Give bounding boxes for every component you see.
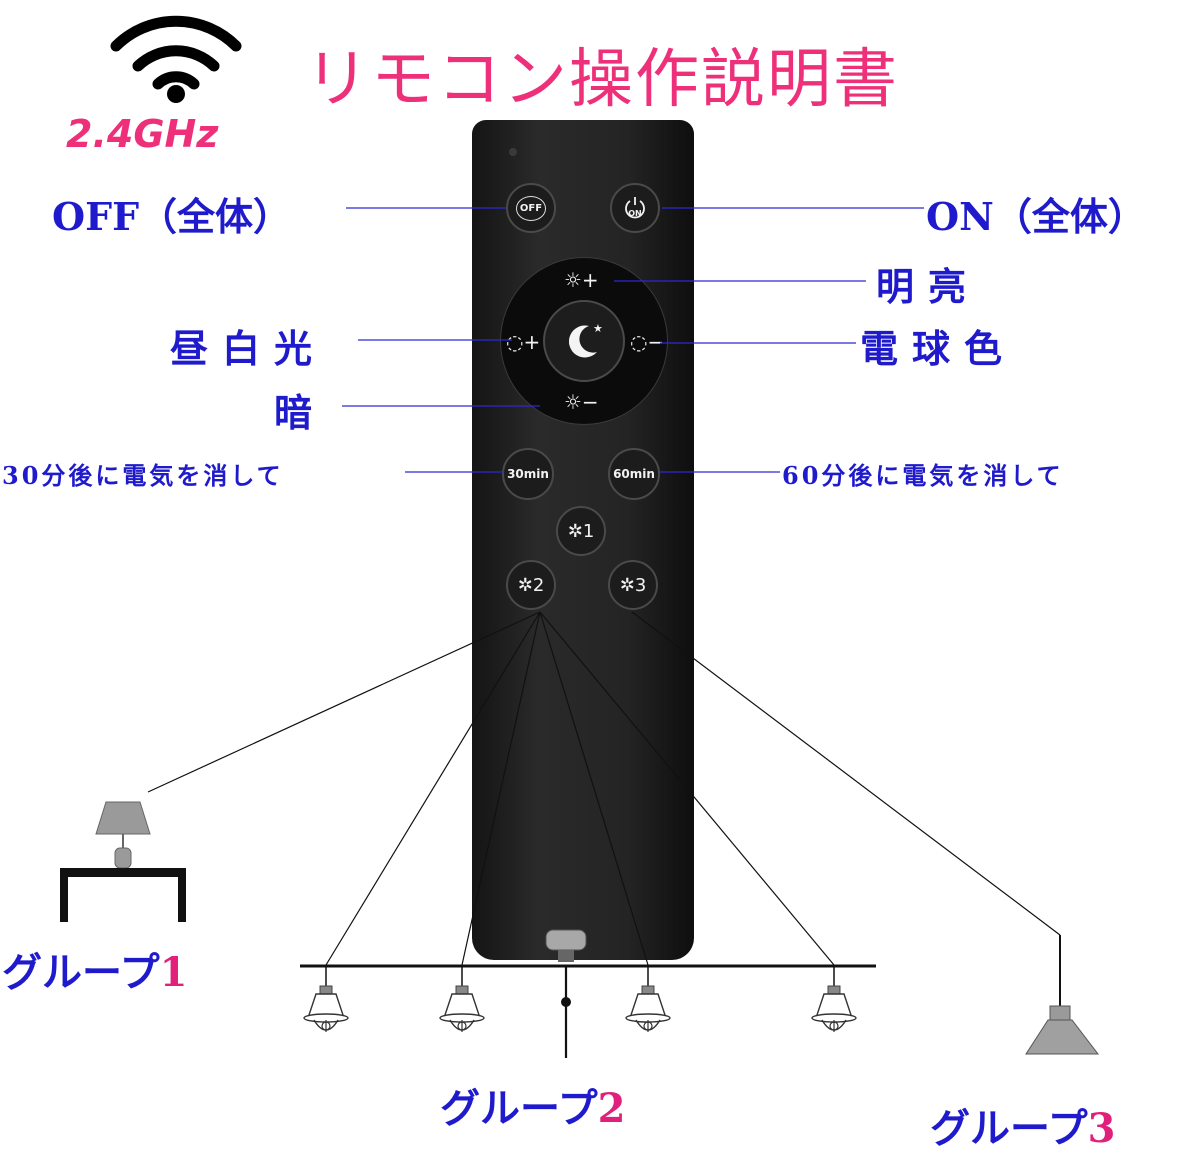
ceiling-track-light <box>300 929 876 1058</box>
dimmer-button[interactable]: ☼− <box>564 390 599 414</box>
bulb-icon: ✲ <box>517 574 533 596</box>
group-3-label: グループ3 <box>930 1096 1115 1154</box>
table-lamp-icon <box>60 801 186 922</box>
group-2-wire-b <box>461 611 541 966</box>
timer-30-label: 30分後に電気を消して <box>2 461 284 490</box>
group-1-button-label: 1 <box>582 520 595 542</box>
group-3-label-text: グループ <box>930 1105 1088 1152</box>
timer-60-button-label: 60min <box>613 467 655 481</box>
group-1-wire <box>147 611 541 793</box>
page-title: リモコン操作説明書 <box>305 43 899 117</box>
group-1-label: グループ1 <box>2 940 187 998</box>
group-2-label-text: グループ <box>440 1085 598 1132</box>
group-2-wire-c <box>539 611 649 966</box>
off-all-label: OFF（全体） <box>52 194 292 239</box>
warm-light-button[interactable]: ◌− <box>630 330 665 354</box>
timer-60-label: 60分後に電気を消して <box>782 461 1064 490</box>
group-3-button[interactable]: ✲3 <box>608 560 658 610</box>
moon-star-icon: ★ <box>568 322 603 358</box>
group-3-wire <box>631 611 1061 936</box>
off-button[interactable]: OFF <box>506 183 556 233</box>
frequency-label: 2.4GHz <box>66 112 219 156</box>
night-mode-button[interactable]: ★ <box>543 300 625 382</box>
wifi-signal-icon <box>110 15 242 103</box>
group-3-button-label: 3 <box>634 574 647 596</box>
daylight-button[interactable]: ◌+ <box>506 330 541 354</box>
group-1-label-number: 1 <box>159 949 188 996</box>
timer-60-button[interactable]: 60min <box>608 448 660 500</box>
cage-bulb-2 <box>439 966 485 1032</box>
indicator-led <box>509 148 517 156</box>
brighter-button[interactable]: ☼+ <box>564 268 599 292</box>
cage-bulb-4 <box>811 966 857 1032</box>
group-2-button-label: 2 <box>532 574 545 596</box>
dimmer-label: 暗 <box>274 390 313 435</box>
on-button-label: ON <box>628 208 642 218</box>
cage-bulb-1 <box>303 966 349 1032</box>
power-icon <box>625 197 645 219</box>
group-1-label-text: グループ <box>2 949 160 996</box>
group-1-button[interactable]: ✲1 <box>556 506 606 556</box>
bulb-icon: ✲ <box>567 520 583 542</box>
on-button[interactable]: ON <box>610 183 660 233</box>
brighter-label: 明亮 <box>876 264 981 309</box>
off-button-label: OFF <box>515 195 547 221</box>
on-all-label: ON（全体） <box>926 194 1146 239</box>
cage-bulb-3 <box>625 966 671 1032</box>
timer-30-button[interactable]: 30min <box>502 448 554 500</box>
timer-30-button-label: 30min <box>507 467 549 481</box>
daylight-label: 昼白光 <box>170 326 327 371</box>
group-2-label: グループ2 <box>440 1076 625 1134</box>
group-2-wire-a <box>325 611 541 966</box>
group-3-label-number: 3 <box>1087 1105 1116 1152</box>
warm-light-label: 電球色 <box>860 326 1017 371</box>
group-2-button[interactable]: ✲2 <box>506 560 556 610</box>
svg-text:★: ★ <box>593 322 603 335</box>
group-2-label-number: 2 <box>597 1085 626 1132</box>
bulb-icon: ✲ <box>619 574 635 596</box>
group-2-wire-d <box>539 611 835 966</box>
pendant-lamp-icon <box>1025 935 1100 1055</box>
cage-bulb-group <box>303 966 857 1032</box>
